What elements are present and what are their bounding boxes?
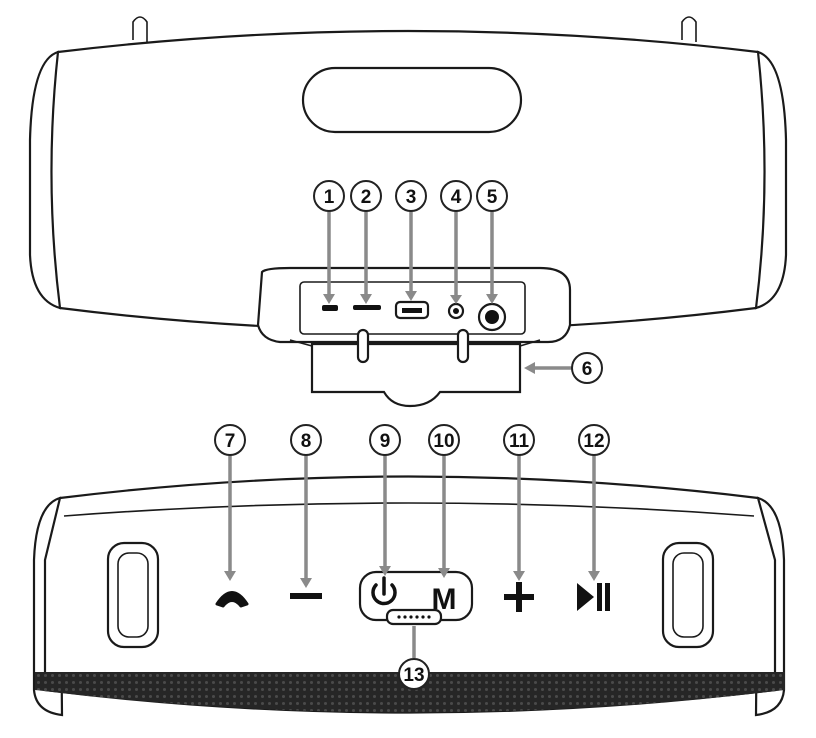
callout-4: 4 [440,180,472,212]
handle-recess [301,66,523,134]
speaker-control-view: M [32,475,786,717]
battery-indicator-icon [385,608,443,626]
svg-text:11: 11 [509,431,530,452]
callout-13: 13 [398,658,430,690]
phone-icon[interactable] [215,591,249,608]
strap-anchor-left [132,16,148,42]
cover-strap-left [356,328,370,364]
callout-6: 6 [571,352,603,384]
port-cover-flap [310,342,522,408]
aux-jack-hole [453,308,459,314]
callout-9: 9 [369,424,401,456]
usb-a-port-inner [402,308,422,313]
svg-text:4: 4 [451,187,462,208]
svg-text:5: 5 [487,187,498,208]
callout-2: 2 [350,180,382,212]
svg-text:12: 12 [583,431,604,452]
callout-3: 3 [395,180,427,212]
svg-text:7: 7 [225,431,236,452]
service-port-icon [353,305,381,310]
callout-8: 8 [290,424,322,456]
callout-1: 1 [313,180,345,212]
svg-text:9: 9 [380,431,391,452]
micro-usb-port-icon [322,305,338,311]
svg-text:6: 6 [582,359,593,380]
strap-anchor-right [681,16,697,42]
battery-indicator-dots [397,615,431,619]
cover-hinge [289,339,541,347]
plus-icon[interactable] [504,582,534,612]
power-icon[interactable] [371,576,397,606]
passive-radiator-left [106,541,160,649]
svg-text:2: 2 [361,187,372,208]
callout-11: 11 [503,424,535,456]
control-strip-edge [63,502,755,517]
passive-radiator-right [661,541,715,649]
play-pause-icon[interactable] [577,583,610,611]
svg-text:13: 13 [403,665,424,686]
passive-radiator-left-inner [117,552,149,638]
svg-text:10: 10 [433,431,454,452]
svg-text:3: 3 [406,187,417,208]
callout-10: 10 [428,424,460,456]
svg-text:1: 1 [324,187,335,208]
dc-in-port-hole [485,310,499,324]
svg-text:8: 8 [301,431,312,452]
callout-12: 12 [578,424,610,456]
leader-lines [224,211,600,658]
callout-7: 7 [214,424,246,456]
callout-5: 5 [476,180,508,212]
callouts: 1 2 3 4 5 6 7 8 [214,180,610,690]
cover-strap-right [456,328,470,364]
passive-radiator-right-inner [672,552,704,638]
minus-icon[interactable] [290,593,322,599]
